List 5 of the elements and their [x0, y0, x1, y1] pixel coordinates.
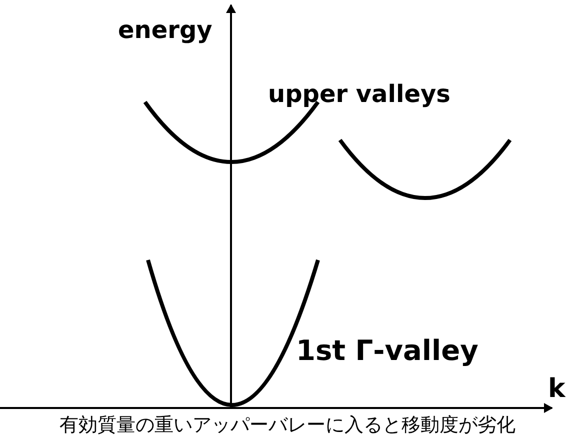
caption: 有効質量の重いアッパーバレーに入ると移動度が劣化	[58, 416, 516, 435]
valley-label: 1st Γ-valley	[296, 337, 478, 365]
valley-label: upper valleys	[268, 82, 450, 106]
axis-label: energy	[118, 18, 212, 42]
axis-label: k	[548, 376, 566, 402]
